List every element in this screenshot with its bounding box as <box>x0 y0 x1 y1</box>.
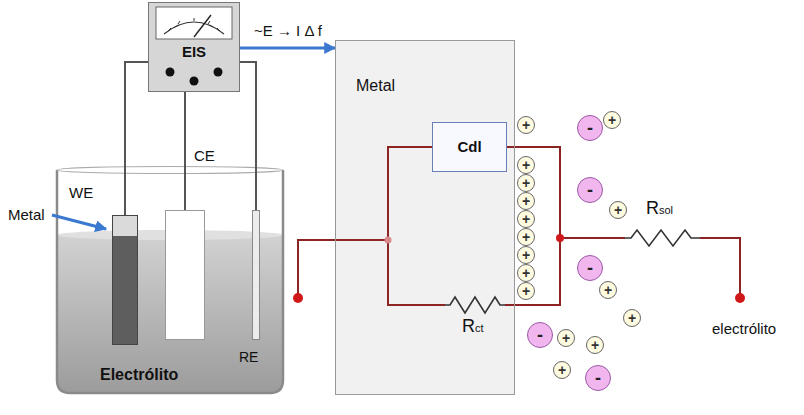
node-text: EIS <box>149 43 239 61</box>
lead-wire <box>240 62 256 210</box>
cation-symbol: + <box>517 156 535 174</box>
cation-symbol: + <box>586 336 604 354</box>
beaker-rim <box>57 167 283 174</box>
cation-symbol: + <box>517 210 535 228</box>
electrolyte-beaker: ElectrólitoWECERE <box>55 160 285 395</box>
cation-symbol: + <box>599 281 617 299</box>
anion-symbol: - <box>577 115 603 141</box>
cation-symbol: + <box>517 282 535 300</box>
lead-wire <box>184 92 186 210</box>
cation-symbol: + <box>623 309 641 327</box>
node-text: Electrólito <box>100 365 178 384</box>
dial-ticks <box>168 18 220 31</box>
cation-symbol: + <box>517 174 535 192</box>
anion-symbol: - <box>585 365 611 391</box>
dial-needle <box>194 15 211 37</box>
cation-symbol: + <box>557 329 575 347</box>
eis-analyzer: EIS <box>148 2 240 92</box>
anion-symbol: - <box>577 255 603 281</box>
lead-wire <box>125 62 148 215</box>
node-text: Cdl <box>457 138 481 156</box>
terminal-dot <box>735 293 745 303</box>
junction-dot <box>556 234 564 242</box>
metal-block: MetalCdl <box>335 40 515 395</box>
terminal-label: electrólito <box>712 320 776 338</box>
counter-electrode: CE <box>165 210 205 340</box>
circuit-wire <box>505 147 560 305</box>
node-text: CE <box>194 147 215 165</box>
meter-terminal <box>214 68 223 77</box>
pointer-arrow <box>52 215 106 229</box>
metal-fill <box>335 40 515 395</box>
circuit-wire <box>298 240 388 298</box>
signal-arrow <box>240 47 335 50</box>
meter-terminal <box>190 77 199 86</box>
anion-symbol: - <box>527 322 553 348</box>
anion-symbol: - <box>577 177 603 203</box>
cation-symbol: + <box>553 361 571 379</box>
meter-body <box>148 2 240 92</box>
pointer-label: Metal <box>8 206 45 224</box>
resistor-symbol <box>445 297 505 313</box>
circuit-wire <box>700 238 740 298</box>
beaker-glass <box>57 170 283 393</box>
cation-symbol: + <box>517 264 535 282</box>
circuit-wire <box>388 240 445 305</box>
resistor-label: Rct <box>462 316 484 338</box>
cation-symbol: + <box>517 192 535 210</box>
resistor-symbol <box>625 230 700 246</box>
cation-symbol: + <box>609 201 627 219</box>
cdl-capacitor-box: Cdl <box>432 122 507 172</box>
resistor-label: Rsol <box>646 198 673 220</box>
cation-symbol: + <box>603 111 621 129</box>
terminal-dot <box>293 293 303 303</box>
node-text: Metal <box>356 76 395 95</box>
meter-terminal <box>166 68 175 77</box>
dial-scale <box>164 22 224 34</box>
cation-symbol: + <box>517 228 535 246</box>
circuit-wire <box>560 237 625 239</box>
meter-dial <box>156 7 232 39</box>
circuit-wire <box>388 147 432 240</box>
edge-label: ~E → I Δ f <box>254 22 322 40</box>
node-text: WE <box>69 184 93 202</box>
cation-symbol: + <box>517 116 535 134</box>
junction-dot <box>385 237 392 244</box>
cation-symbol: + <box>517 246 535 264</box>
working-electrode: WE <box>112 215 138 345</box>
node-text: RE <box>239 349 258 366</box>
reference-electrode: RE <box>252 210 260 340</box>
